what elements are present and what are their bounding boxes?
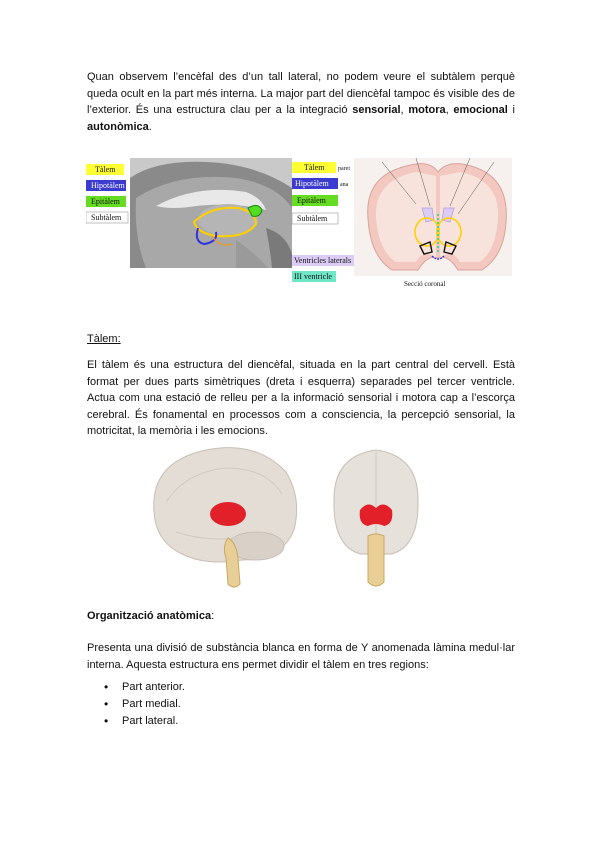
coronal-section-image: Secció coronal [354, 158, 512, 288]
hipotalem-outline [195, 227, 218, 246]
thalamus-highlight-lateral [210, 502, 246, 526]
brainstem-lateral [223, 537, 241, 588]
intro-separator: , [445, 104, 454, 116]
legend-box-subtalem-2 [291, 212, 339, 225]
legend-box-ventricles [292, 255, 356, 266]
bold-autonomica: autonòmica [87, 120, 149, 133]
legend-label-hipotalem-2: Hipotàlem [295, 179, 330, 188]
coronal-caption: Secció coronal [404, 280, 445, 288]
list-item: Part lateral. [104, 713, 185, 730]
legend-box-talem-2 [292, 162, 336, 173]
legend-label-talem: Tàlem [95, 165, 116, 174]
brainstem-front [367, 533, 385, 587]
organitzacio-heading: Organització anatòmica: [87, 610, 214, 622]
thalamus-3d-figure [153, 447, 419, 588]
talem-heading-text: Tàlem [87, 333, 118, 345]
talem-paragraph: El tàlem és una estructura del diencèfal… [87, 359, 515, 437]
legend-box-hipotalem-2 [292, 178, 338, 189]
list-item: Part medial. [104, 696, 185, 713]
corpus-callosum [156, 189, 266, 210]
legend-box-subtalem [86, 211, 129, 224]
legend-box-epitalem [86, 196, 126, 207]
epitalem-shape [247, 204, 263, 217]
legend-label-talem-2: Tàlem [304, 163, 325, 172]
legend-label-epitalem-2: Epitàlem [297, 196, 327, 205]
thalamus-highlight-front [359, 504, 393, 526]
regions-list: Part anterior. Part medial. Part lateral… [104, 679, 185, 730]
bold-sensorial: sensorial [352, 104, 401, 116]
brain-lateral-view [153, 447, 298, 588]
organitzacio-heading-text: Organització anatòmica [87, 610, 212, 622]
intro-paragraph: Quan observem l’encèfal des d’un tall la… [87, 69, 515, 135]
brain-front-view [333, 449, 419, 587]
legend-label-third-ventricle: III ventricle [294, 272, 332, 281]
legend-box-talem [86, 164, 124, 175]
bold-emocional: emocional [453, 104, 508, 116]
legend-label-epitalem: Epitàlem [91, 197, 121, 206]
legend-label-ventricles: Ventricles laterals [294, 256, 351, 265]
intro-text: Quan observem l’encèfal des d’un tall la… [87, 71, 515, 116]
intro-separator: i [507, 104, 515, 116]
left-legend: Tàlem Hipotàlem Epitàlem Subtàlem [86, 164, 129, 224]
side-text-ana: ana [340, 182, 349, 188]
organitzacio-paragraph: Presenta una divisió de substància blanc… [87, 642, 515, 671]
middle-legend: Tàlem paret Hipotàlem ana Epitàlem Subtà… [291, 162, 356, 282]
legend-box-hipotalem [86, 180, 126, 191]
diencephalon-figure: Tàlem Hipotàlem Epitàlem Subtàlem Tàlem [86, 158, 512, 288]
list-item: Part anterior. [104, 679, 185, 696]
sagittal-brain-image [130, 158, 292, 268]
talem-heading-colon: : [117, 333, 121, 345]
legend-label-subtalem: Subtàlem [91, 213, 122, 222]
side-text-paret: paret [338, 166, 350, 172]
legend-label-subtalem-2: Subtàlem [297, 214, 328, 223]
legend-box-epitalem-2 [292, 195, 338, 206]
legend-box-third-ventricle [292, 271, 336, 282]
organitzacio-heading-colon: : [211, 610, 215, 622]
talem-outline [192, 206, 258, 238]
bold-motora: motora [408, 104, 446, 116]
talem-heading: Tàlem: [87, 333, 121, 345]
intro-end: . [148, 120, 152, 133]
legend-label-hipotalem: Hipotàlem [91, 181, 126, 190]
intro-separator: , [400, 104, 409, 116]
